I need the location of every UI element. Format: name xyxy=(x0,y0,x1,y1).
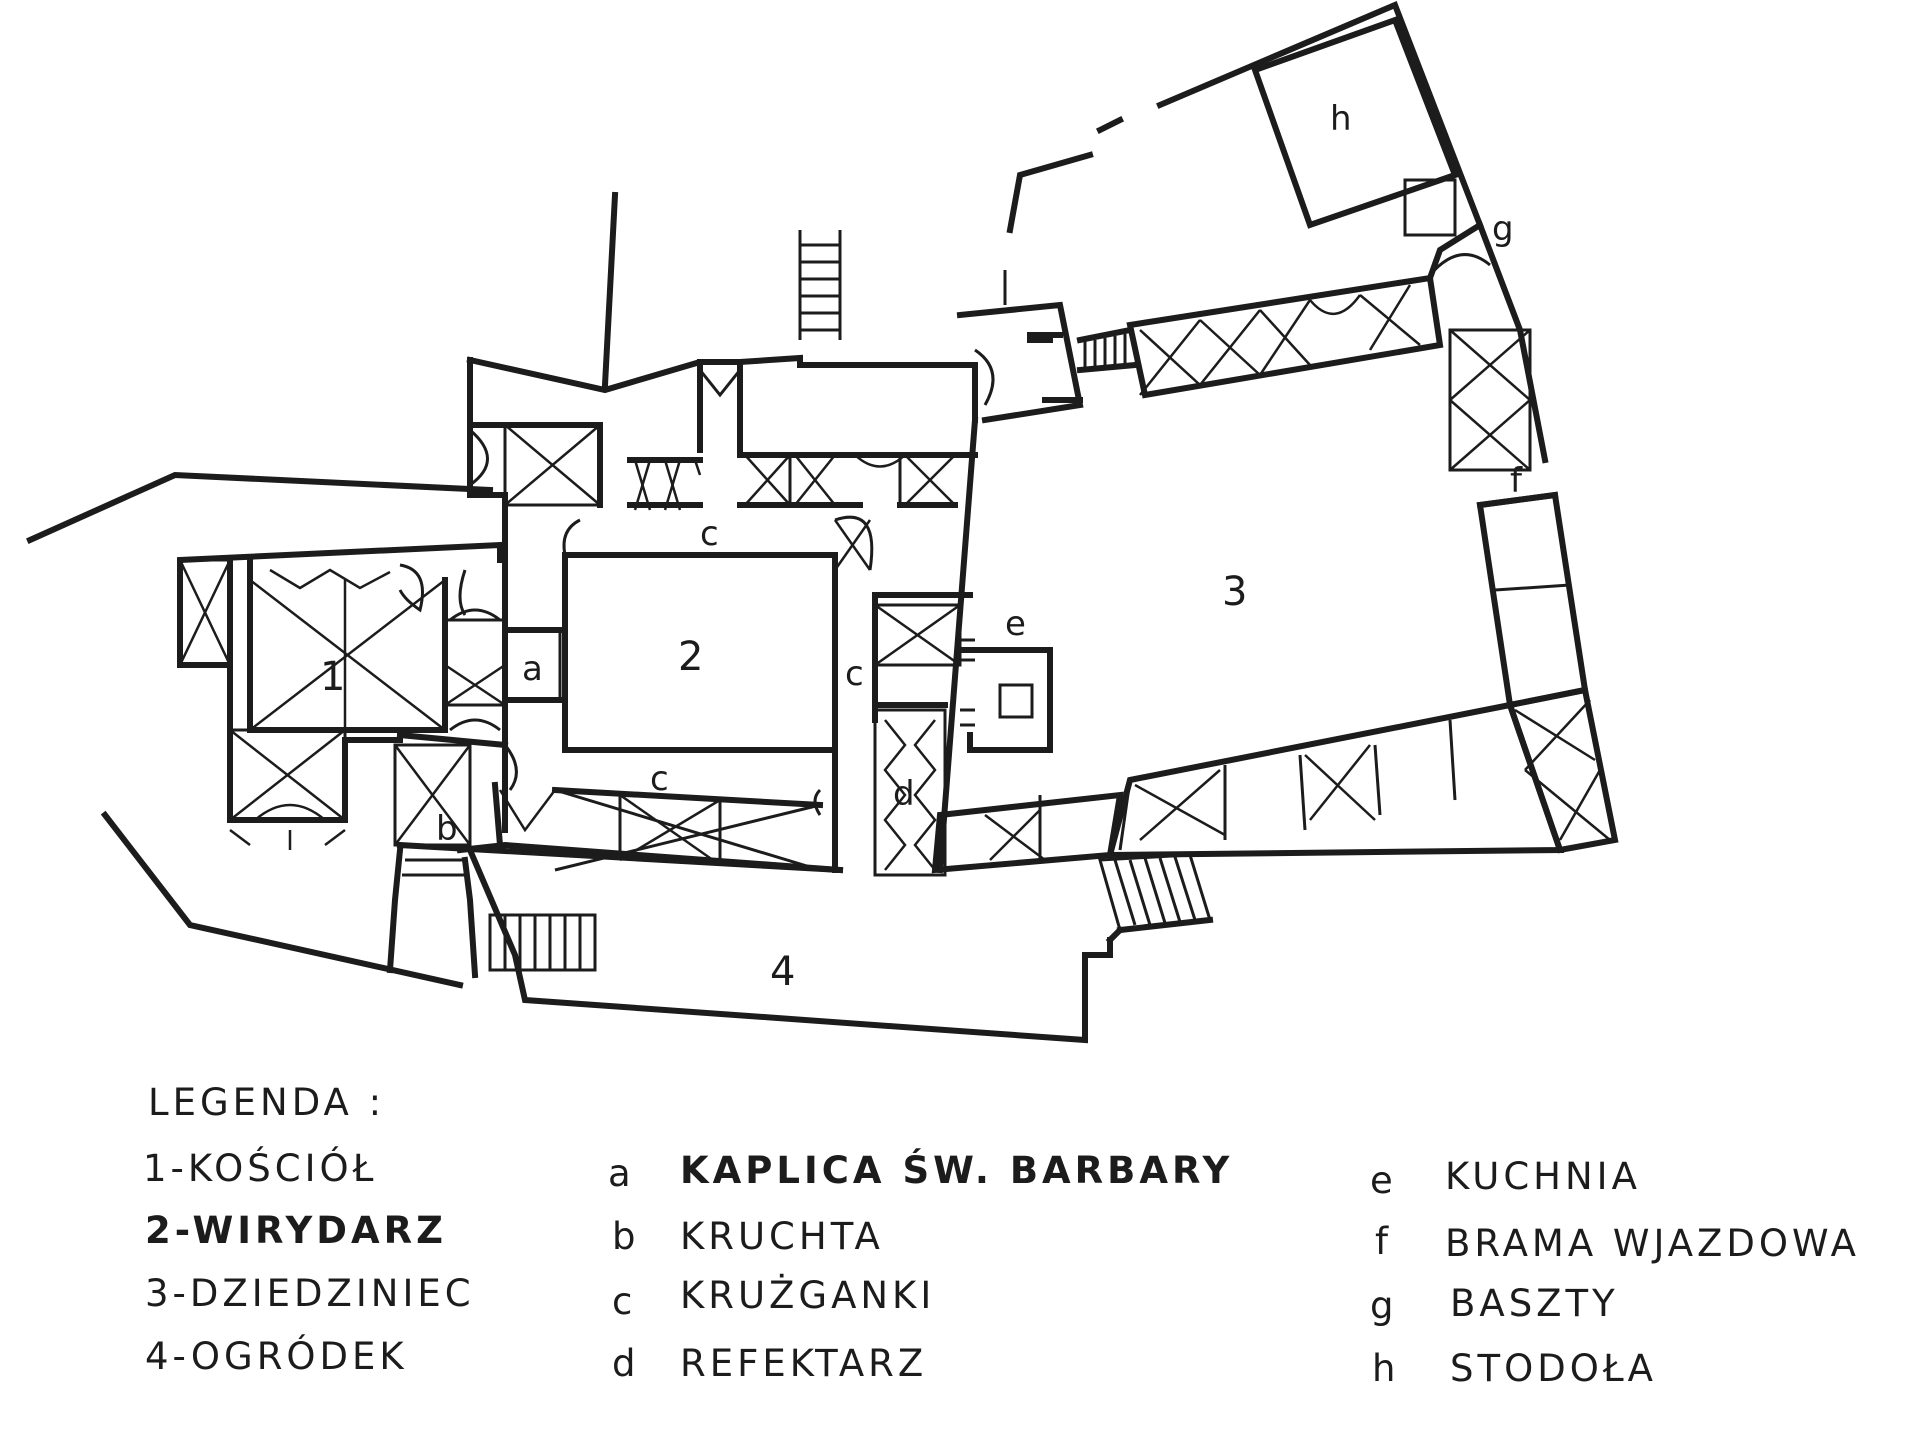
label-area-2: 2 xyxy=(678,634,703,680)
label-room-h: h xyxy=(1330,99,1352,139)
plan-labels: 1 2 3 4 a b c c c d e f g h xyxy=(320,99,1523,995)
label-room-g: g xyxy=(1492,209,1514,249)
label-area-3: 3 xyxy=(1222,569,1247,615)
label-room-c-bottom: c xyxy=(650,759,669,799)
label-room-b: b xyxy=(436,809,458,849)
garden xyxy=(386,841,1214,1044)
label-room-f: f xyxy=(1510,461,1523,501)
label-room-c-top: c xyxy=(700,514,719,554)
kitchen xyxy=(957,638,1053,753)
boundary-lines xyxy=(26,191,619,989)
label-area-1: 1 xyxy=(320,654,345,700)
north-stairs xyxy=(798,230,842,340)
label-room-a: a xyxy=(522,649,543,689)
cloister-block xyxy=(393,354,978,877)
label-room-d: d xyxy=(893,774,915,814)
courtyard-block xyxy=(931,1,1619,874)
church-block xyxy=(177,541,503,850)
label-room-e: e xyxy=(1005,604,1026,644)
label-room-c-right: c xyxy=(845,654,864,694)
label-area-4: 4 xyxy=(770,949,795,995)
